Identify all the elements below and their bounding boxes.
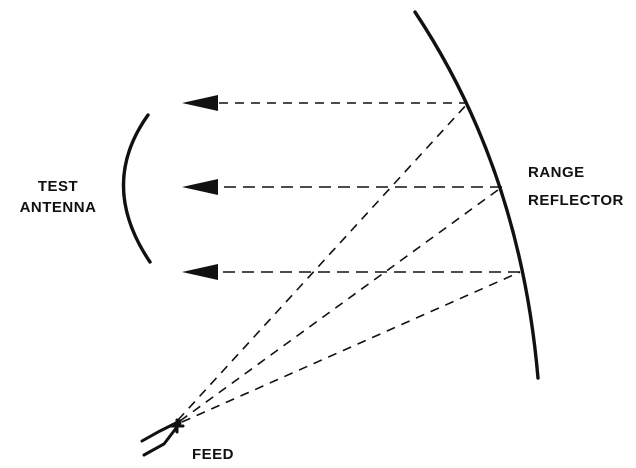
range-reflector (413, 10, 540, 380)
test-antenna-label-line1: TEST (38, 178, 78, 195)
arrowhead-middle-icon (182, 179, 218, 195)
feed-ray-top (177, 102, 469, 421)
range-reflector-label-line2: REFLECTOR (528, 192, 624, 209)
feed-label: FEED (192, 446, 234, 463)
arrowhead-top-icon (182, 95, 218, 111)
feed-ray-middle (179, 186, 503, 422)
test-antenna (121, 113, 152, 264)
test-antenna-label-line2: ANTENNA (20, 199, 97, 216)
arrowhead-bottom-icon (182, 264, 218, 280)
range-reflector-label-line1: RANGE (528, 164, 585, 181)
feed-horn-icon (140, 418, 185, 457)
feed-ray-bottom (181, 271, 521, 423)
